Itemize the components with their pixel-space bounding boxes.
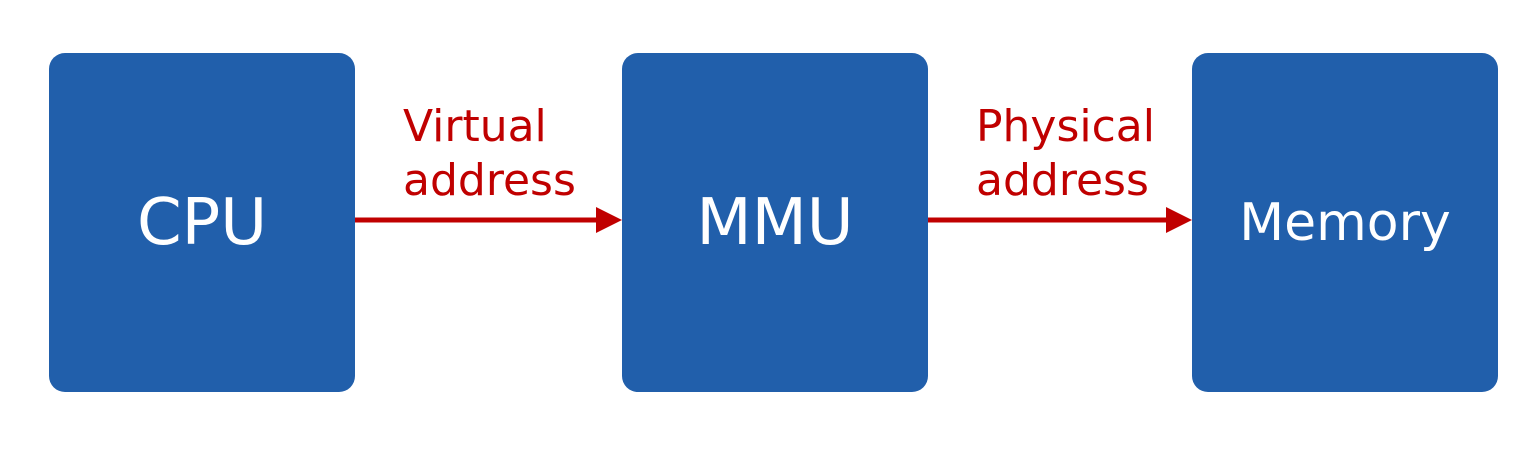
arrow-mmu-to-memory <box>928 207 1192 233</box>
arrow-cpu-to-mmu <box>355 207 622 233</box>
virtual-address-label: Virtual address <box>403 100 576 208</box>
memory-node-label: Memory <box>1239 192 1451 253</box>
cpu-node: CPU <box>49 53 355 392</box>
virtual-address-label-line2: address <box>403 155 576 206</box>
mmu-node: MMU <box>622 53 928 392</box>
physical-address-label-line1: Physical <box>976 101 1155 152</box>
arrow-cpu-to-mmu-head <box>596 207 622 233</box>
virtual-address-label-line1: Virtual <box>403 101 547 152</box>
memory-node: Memory <box>1192 53 1498 392</box>
arrow-mmu-to-memory-head <box>1166 207 1192 233</box>
physical-address-label-line2: address <box>976 155 1149 206</box>
physical-address-label: Physical address <box>976 100 1155 208</box>
mmu-node-label: MMU <box>696 185 854 260</box>
cpu-node-label: CPU <box>136 185 268 260</box>
